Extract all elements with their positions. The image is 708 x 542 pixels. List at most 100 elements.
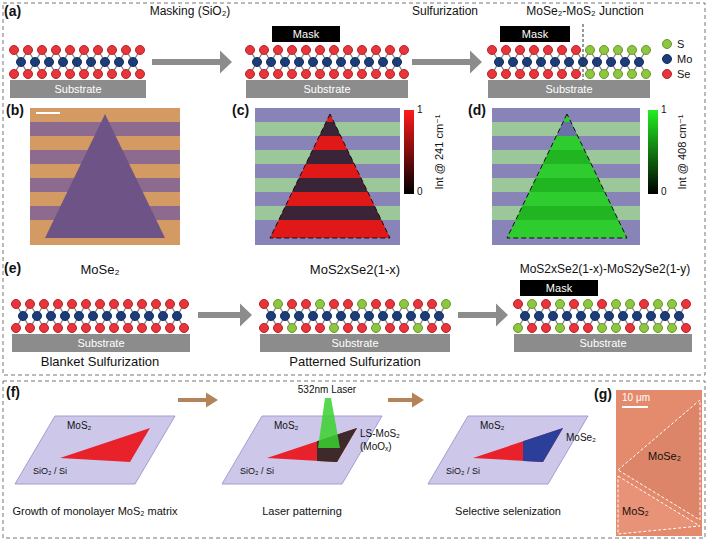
atom xyxy=(96,300,105,309)
atom xyxy=(509,58,518,67)
colorbar-tick: 0 xyxy=(661,186,667,198)
legend-swatch xyxy=(662,54,672,64)
process-arrow xyxy=(178,392,218,407)
mask-box: Mask xyxy=(272,26,340,42)
atom xyxy=(40,300,49,309)
micrograph xyxy=(492,108,640,245)
process-arrow xyxy=(458,304,508,327)
material-label: MoS₂ xyxy=(622,505,649,518)
atom xyxy=(103,312,112,321)
atom xyxy=(316,46,325,55)
atom xyxy=(654,324,663,333)
box-text: Substrate xyxy=(303,83,350,95)
atom xyxy=(61,312,70,321)
atom xyxy=(281,312,290,321)
atom xyxy=(633,312,642,321)
atom xyxy=(122,70,131,79)
atom xyxy=(108,46,117,55)
mask-stripe xyxy=(255,122,400,136)
atom xyxy=(302,324,311,333)
step-caption: Selective selenization xyxy=(455,505,561,518)
atom xyxy=(442,300,451,309)
atom xyxy=(87,58,96,67)
atom xyxy=(626,324,635,333)
atom xyxy=(180,324,189,333)
colorbar-tick: 0 xyxy=(417,186,423,198)
atom xyxy=(682,324,691,333)
substrate-label: SiO₂ / Si xyxy=(446,466,480,477)
substrate-wafer xyxy=(428,416,588,484)
material-label: MoSe₂ xyxy=(566,432,596,444)
atom xyxy=(138,300,147,309)
atom xyxy=(542,300,551,309)
step-caption: Growth of monolayer MoS₂ matrix xyxy=(12,505,177,518)
atom xyxy=(274,324,283,333)
atom xyxy=(537,58,546,67)
atom xyxy=(523,58,532,67)
mask-box: Mask xyxy=(500,26,570,42)
atom xyxy=(635,58,644,67)
atom xyxy=(563,312,572,321)
panel-label: (d) xyxy=(468,102,486,119)
atom xyxy=(542,324,551,333)
atom xyxy=(54,324,63,333)
atom xyxy=(619,312,628,321)
atom xyxy=(642,46,651,55)
legend-swatch xyxy=(662,69,672,79)
mose2-region xyxy=(523,428,563,462)
flake-outline xyxy=(618,476,700,534)
atom xyxy=(302,46,311,55)
raman-map xyxy=(492,122,640,136)
atom xyxy=(33,312,42,321)
process-arrow xyxy=(412,51,482,74)
atom xyxy=(549,312,558,321)
substrate-label: SiO₂ / Si xyxy=(240,466,274,477)
atom xyxy=(129,58,138,67)
panel-label: (c) xyxy=(232,102,249,119)
atom xyxy=(110,300,119,309)
atom xyxy=(600,46,609,55)
process-arrow xyxy=(152,51,232,74)
atom xyxy=(626,300,635,309)
atom xyxy=(302,300,311,309)
atom xyxy=(12,300,21,309)
atom xyxy=(110,324,119,333)
atom xyxy=(17,58,26,67)
atom xyxy=(19,312,28,321)
mos2-flake xyxy=(60,428,150,462)
substrate-box: Substrate xyxy=(260,334,450,352)
atom xyxy=(598,324,607,333)
atom xyxy=(365,312,374,321)
mask-stripe xyxy=(255,150,400,164)
atom xyxy=(514,324,523,333)
atom xyxy=(267,312,276,321)
atom xyxy=(386,70,395,79)
atom xyxy=(572,46,581,55)
atom xyxy=(260,46,269,55)
atom xyxy=(82,300,91,309)
atom xyxy=(54,300,63,309)
atom xyxy=(544,70,553,79)
lattice xyxy=(246,46,409,79)
box-text: Substrate xyxy=(77,337,124,349)
flake-outline xyxy=(507,114,627,238)
atom xyxy=(544,46,553,55)
atom xyxy=(295,312,304,321)
atom xyxy=(358,70,367,79)
legend-item: Mo xyxy=(662,53,692,65)
atom xyxy=(577,312,586,321)
atom xyxy=(31,58,40,67)
mask-box: Mask xyxy=(520,280,598,296)
process-arrow xyxy=(388,392,424,407)
atom xyxy=(358,300,367,309)
raman-map xyxy=(492,178,640,192)
material-label: (MoOₓ) xyxy=(360,441,392,453)
atom xyxy=(344,46,353,55)
mask-stripe xyxy=(255,178,400,192)
atom xyxy=(386,324,395,333)
legend-swatch xyxy=(662,39,672,49)
atom xyxy=(668,324,677,333)
atom xyxy=(260,70,269,79)
atom xyxy=(323,312,332,321)
substrate-box: Substrate xyxy=(12,334,190,352)
